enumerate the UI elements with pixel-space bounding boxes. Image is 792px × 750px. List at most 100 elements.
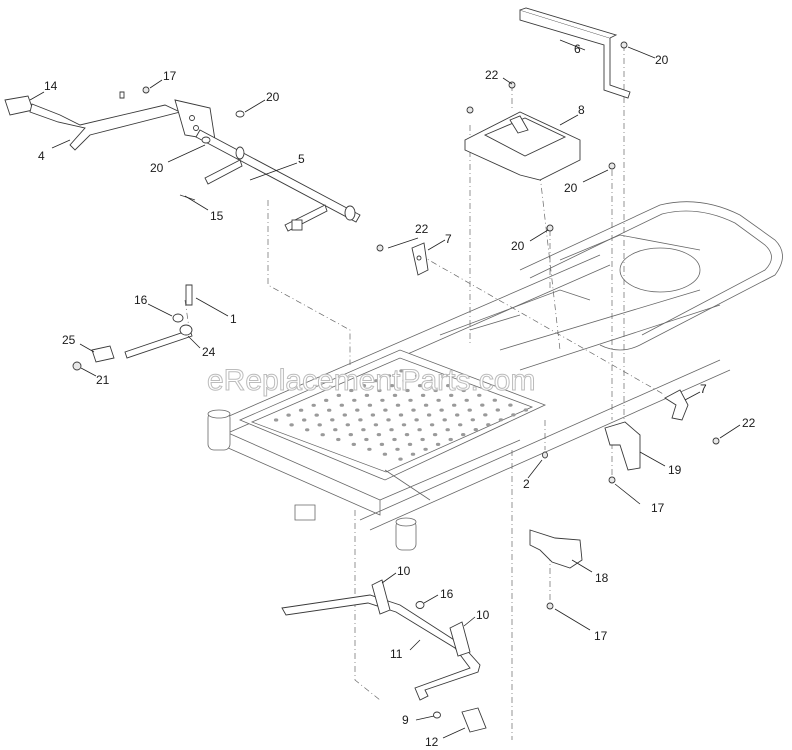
chassis-frame	[207, 201, 783, 551]
plate-hole	[364, 393, 370, 397]
plate-hole	[467, 408, 472, 412]
part-25-spacer	[91, 345, 115, 363]
callout-22-right: 22	[742, 416, 756, 430]
plate-hole	[408, 398, 413, 402]
plate-hole	[442, 418, 447, 422]
callout-16-lower: 16	[440, 587, 454, 601]
part-5-shaft	[195, 129, 361, 232]
plate-hole	[389, 384, 395, 388]
callout-20-mid: 20	[564, 181, 578, 195]
callout-18: 18	[595, 571, 609, 585]
part-12-grip	[461, 707, 487, 733]
plate-hole	[302, 418, 307, 422]
callout-7-upper: 7	[445, 232, 452, 246]
callout-20-right-top: 20	[655, 53, 669, 67]
plate-hole	[374, 379, 379, 383]
plate-hole	[432, 433, 438, 437]
part-1-pin	[185, 284, 193, 306]
callout-7-lower: 7	[700, 382, 707, 396]
plate-hole	[273, 418, 279, 422]
part-8-mount-plate	[464, 111, 581, 181]
plate-hole	[423, 403, 429, 407]
plate-hole	[429, 423, 435, 427]
plate-hole	[523, 408, 529, 412]
callout-9: 9	[402, 713, 409, 727]
callout-25: 25	[62, 333, 76, 347]
callout-14: 14	[44, 79, 58, 93]
plate-hole	[395, 403, 401, 407]
callout-17-right: 17	[651, 501, 665, 515]
plate-hole	[377, 388, 382, 393]
plate-hole	[327, 408, 332, 412]
plate-hole	[426, 413, 432, 417]
callout-6: 6	[574, 42, 581, 56]
plate-hole	[461, 388, 466, 393]
plate-hole	[398, 457, 403, 461]
fasteners	[376, 41, 720, 610]
callout-21: 21	[96, 373, 110, 387]
plate-hole	[404, 433, 410, 437]
plate-hole	[289, 423, 294, 427]
part-14-handle-grip	[4, 95, 34, 116]
plate-hole	[392, 437, 397, 442]
plate-hole	[330, 418, 335, 422]
assembly-lines	[184, 45, 666, 740]
plate-hole	[392, 393, 398, 397]
plate-hole	[417, 384, 423, 388]
plate-hole	[417, 428, 422, 432]
plate-hole	[342, 413, 347, 417]
plate-hole	[336, 437, 341, 442]
watermark-text: eReplacementParts.com	[207, 364, 535, 397]
plate-hole	[399, 369, 404, 373]
plate-hole	[448, 437, 453, 442]
plate-hole	[333, 428, 338, 432]
lever-bracket	[174, 99, 216, 141]
plate-hole	[345, 423, 350, 427]
top-left-hardware	[119, 86, 245, 201]
plate-hole	[367, 447, 372, 451]
plate-hole	[411, 408, 416, 412]
plate-hole	[498, 418, 504, 422]
plate-hole	[339, 403, 344, 407]
plate-hole	[483, 413, 488, 417]
plate-hole	[414, 418, 419, 422]
plate-hole	[364, 437, 369, 442]
plate-hole	[430, 379, 435, 383]
plate-hole	[383, 408, 388, 412]
plate-hole	[317, 423, 322, 427]
plate-hole	[414, 374, 420, 378]
plate-hole	[286, 413, 291, 417]
callout-22-top: 22	[485, 68, 499, 82]
part-9-washer	[433, 711, 441, 719]
part-16-washer-upper	[172, 313, 184, 323]
plate-hole	[464, 398, 469, 402]
part-7-bracket-upper	[411, 242, 429, 276]
plate-hole	[461, 433, 466, 437]
plate-hole	[298, 408, 304, 412]
callout-10-lower: 10	[476, 608, 490, 622]
callout-10-upper: 10	[397, 564, 411, 578]
plate-hole	[401, 423, 407, 427]
callout-20-top: 20	[266, 90, 280, 104]
plate-hole	[495, 408, 500, 412]
plate-hole	[480, 403, 485, 407]
plate-hole	[455, 413, 460, 417]
callout-labels: 14 4 17 20 20 5 15 20 6 22 8 20 20 22 7 …	[38, 42, 756, 749]
plate-hole	[311, 403, 316, 407]
callout-11: 11	[390, 647, 403, 661]
plate-hole	[423, 447, 428, 451]
plate-hole	[477, 393, 482, 397]
part-24-linkage-rod	[124, 324, 193, 359]
deck-plate-holes	[273, 369, 529, 461]
plate-hole	[395, 447, 400, 451]
part-7-bracket-lower	[664, 389, 689, 421]
plate-hole	[361, 384, 367, 388]
callout-20-center: 20	[511, 239, 525, 253]
plate-hole	[367, 403, 373, 407]
plate-hole	[389, 428, 394, 432]
callout-16-left: 16	[134, 293, 148, 307]
plate-hole	[511, 413, 516, 417]
plate-hole	[435, 442, 441, 446]
